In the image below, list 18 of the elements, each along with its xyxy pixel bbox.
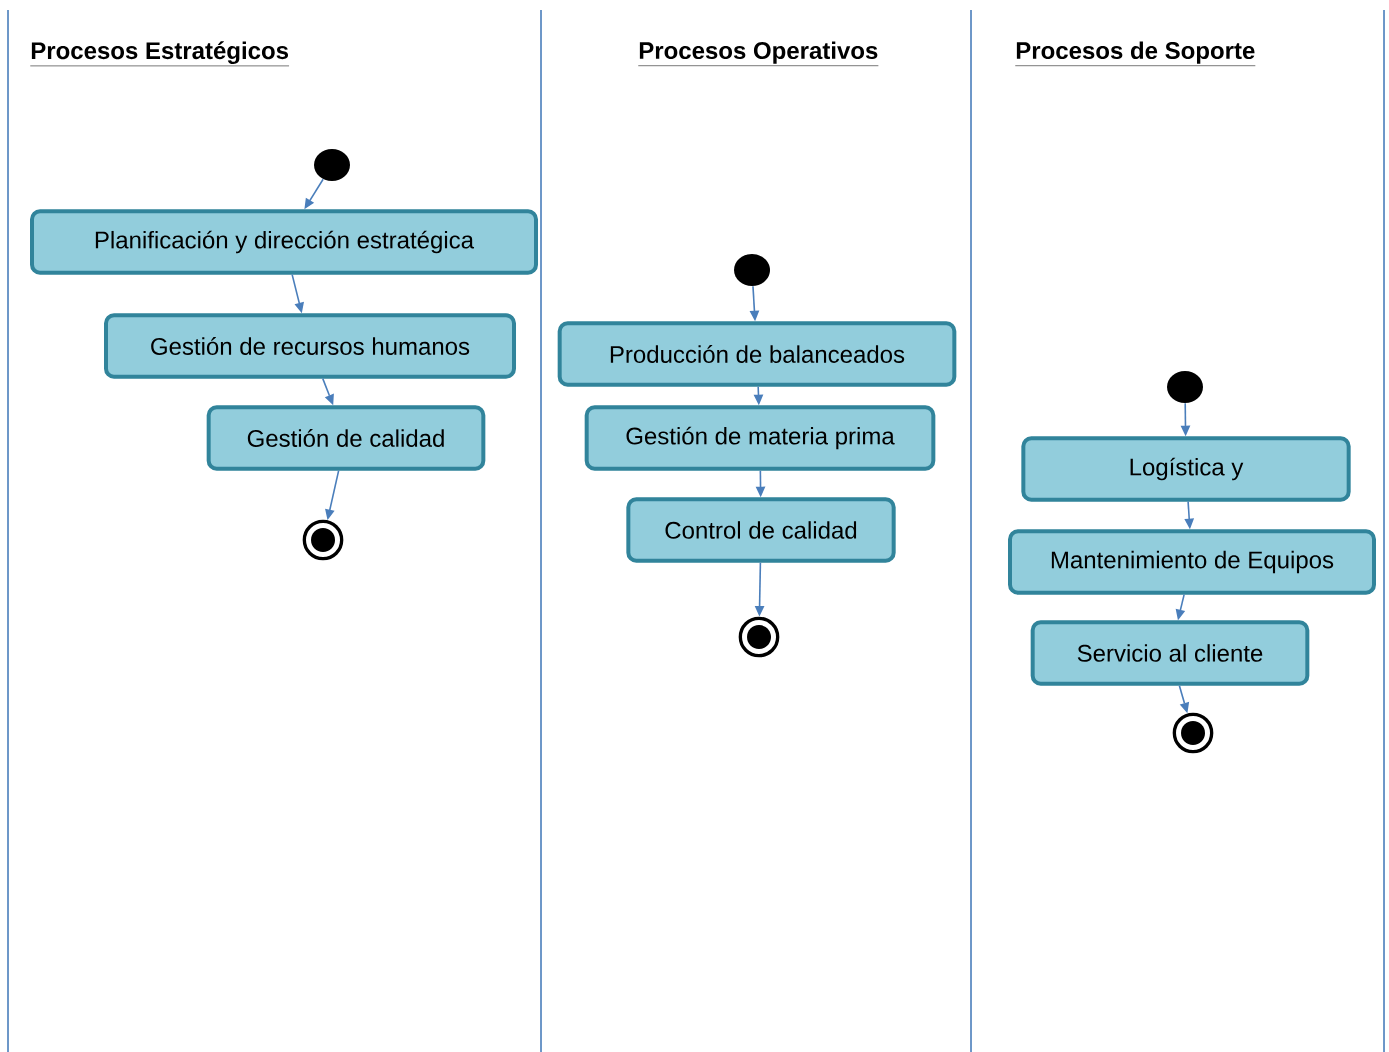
- lane-heading: Procesos Estratégicos: [30, 41, 290, 67]
- activity-box: Planificación y dirección estratégica: [30, 209, 538, 275]
- activity-box: Servicio al cliente: [1030, 620, 1310, 686]
- activity-box: Producción de balanceados: [557, 321, 957, 387]
- activity-box: Logística y: [1021, 436, 1351, 502]
- end-symbol: [302, 519, 344, 561]
- lane-heading: Procesos Operativos: [638, 41, 879, 66]
- activity-box: Gestión de materia prima: [584, 405, 936, 471]
- start-dot: [1167, 371, 1203, 403]
- lane-heading: Procesos de Soporte: [1015, 41, 1256, 66]
- end-symbol: [1172, 712, 1214, 754]
- activity-box: Gestión de recursos humanos: [104, 313, 516, 379]
- activity-box: Control de calidad: [626, 497, 896, 563]
- start-dot: [314, 149, 350, 181]
- start-dot: [734, 254, 770, 286]
- activity-box: Gestión de calidad: [206, 405, 486, 471]
- end-symbol: [738, 616, 780, 658]
- activity-box: Mantenimiento de Equipos: [1008, 529, 1376, 595]
